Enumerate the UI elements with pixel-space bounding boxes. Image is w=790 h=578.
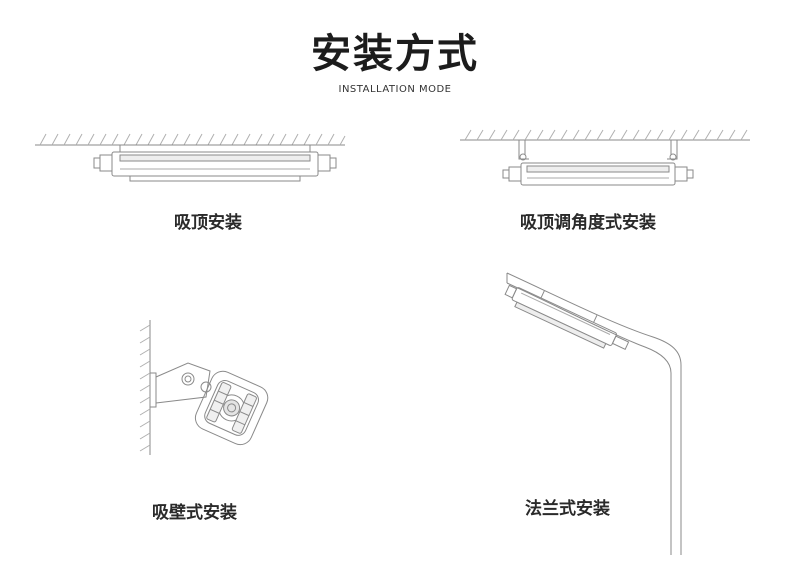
ceiling-hatching xyxy=(465,130,747,140)
flange-mount-illustration xyxy=(495,265,695,565)
method-label-wall: 吸壁式安装 xyxy=(152,503,237,523)
method-label-ceiling: 吸顶安装 xyxy=(174,213,242,233)
wall-lamp-body xyxy=(192,367,272,448)
method-label-ceiling-adjustable: 吸顶调角度式安装 xyxy=(520,213,656,233)
flange-lamp-body xyxy=(502,276,633,356)
page-subtitle: INSTALLATION MODE xyxy=(338,84,452,95)
pole-arm xyxy=(507,273,681,555)
ceiling-lamp-body xyxy=(94,145,336,181)
ceiling-adjustable-mount-illustration xyxy=(455,125,755,195)
method-label-flange: 法兰式安装 xyxy=(525,499,610,519)
adjustable-brackets xyxy=(519,140,677,160)
ceiling-mount-illustration xyxy=(30,125,350,195)
wall-mount-illustration xyxy=(130,315,290,460)
ceiling-hatching xyxy=(40,134,345,145)
adjustable-lamp-body xyxy=(503,163,693,185)
wall-bracket xyxy=(150,363,211,407)
page-title: 安装方式 xyxy=(311,31,479,77)
wall-hatching xyxy=(140,325,150,451)
